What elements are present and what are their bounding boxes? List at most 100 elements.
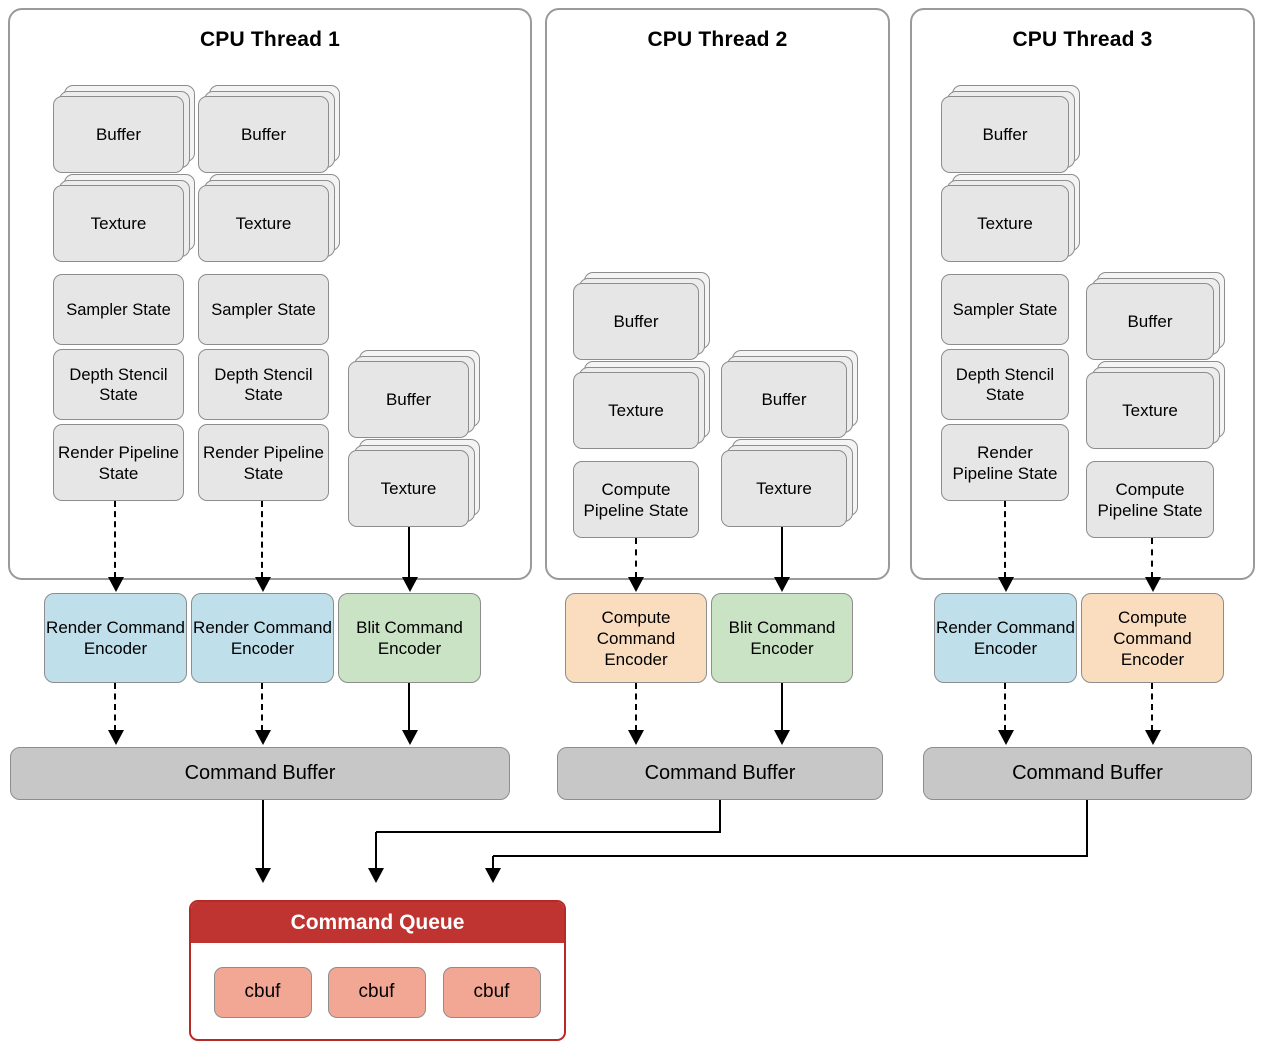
resource-card-label: Buffer	[240, 125, 287, 144]
encoder-to-buffer-arrowhead	[1144, 730, 1161, 745]
thread-title-1: CPU Thread 1	[199, 28, 341, 51]
resource-card-depth-stencil-state: Depth Stencil State	[941, 338, 1080, 420]
resource-card-label: Texture	[235, 214, 292, 233]
encoder-render-1[interactable]: Render Command Encoder	[934, 593, 1077, 683]
resource-card-texture: Texture	[573, 361, 710, 449]
resource-card-label: Render Pipeline State	[203, 442, 324, 483]
resource-card-label: Buffer	[385, 390, 432, 409]
resource-card-label: Sampler State	[952, 300, 1058, 319]
encoder-to-buffer-connector	[1004, 683, 1007, 731]
resource-card-texture: Texture	[53, 174, 195, 262]
resource-card-label: Depth Stencil State	[955, 365, 1055, 404]
resource-card-face: Depth Stencil State	[53, 349, 184, 420]
resource-card-texture: Texture	[721, 439, 858, 527]
buffer3-to-queue-arrowhead	[485, 868, 501, 883]
resource-card-face: Texture	[573, 372, 699, 449]
command-buffer-1[interactable]: Command Buffer	[10, 747, 510, 800]
encoder-to-buffer-connector	[114, 683, 117, 731]
resource-card-face: Compute Pipeline State	[1086, 461, 1214, 538]
resource-card-label: Texture	[977, 214, 1033, 233]
resource-card-label: Buffer	[613, 312, 659, 331]
resource-to-encoder-connector	[1151, 538, 1154, 578]
resource-card-face: Sampler State	[53, 274, 184, 345]
encoder-to-buffer-connector	[780, 683, 783, 731]
resource-card-label: Buffer	[1127, 312, 1173, 331]
buffer3-to-queue-connector-down	[1085, 800, 1088, 856]
resource-card-label: Texture	[608, 401, 664, 420]
resource-card-face: Depth Stencil State	[941, 349, 1069, 420]
command-buffer-2[interactable]: Command Buffer	[557, 747, 883, 800]
resource-card-label: Depth Stencil State	[214, 365, 313, 404]
resource-card-depth-stencil-state: Depth Stencil State	[198, 338, 340, 420]
resource-card-face: Sampler State	[941, 274, 1069, 345]
resource-to-encoder-connector	[114, 501, 117, 578]
buffer1-to-queue-arrowhead	[255, 868, 271, 883]
resource-to-encoder-connector	[1004, 501, 1007, 578]
encoder-label: Render Command Encoder	[46, 618, 185, 658]
resource-card-face: Buffer	[573, 283, 699, 360]
resource-card-face: Buffer	[721, 361, 847, 438]
thread-title-3: CPU Thread 3	[1012, 28, 1153, 51]
encoder-compute-2[interactable]: Compute Command Encoder	[1081, 593, 1224, 683]
resource-card-depth-stencil-state: Depth Stencil State	[53, 338, 195, 420]
resource-card-compute-pipeline-state: Compute Pipeline State	[1086, 450, 1225, 538]
encoder-to-buffer-arrowhead	[774, 730, 790, 745]
resource-card-buffer: Buffer	[53, 85, 195, 173]
buffer3-to-queue-connector-drop	[491, 856, 494, 868]
encoder-label: Blit Command Encoder	[728, 618, 836, 658]
buffer2-to-queue-arrowhead	[368, 868, 384, 883]
encoder-to-buffer-connector	[261, 683, 264, 731]
encoder-render-2[interactable]: Render Command Encoder	[191, 593, 334, 683]
command-buffer-chip-3[interactable]: cbuf	[442, 966, 541, 1018]
command-buffer-3[interactable]: Command Buffer	[923, 747, 1252, 800]
resource-to-encoder-arrowhead	[774, 577, 790, 592]
resource-card-render-pipeline-state: Render Pipeline State	[53, 413, 195, 501]
resource-to-encoder-arrowhead	[401, 577, 418, 592]
command-buffer-chip-2[interactable]: cbuf	[327, 966, 426, 1018]
encoder-blit-2[interactable]: Blit Command Encoder	[711, 593, 853, 683]
command-buffer-chip-1[interactable]: cbuf	[213, 966, 312, 1018]
resource-card-texture: Texture	[1086, 361, 1225, 449]
resource-card-label: Sampler State	[66, 300, 171, 319]
resource-card-render-pipeline-state: Render Pipeline State	[198, 413, 340, 501]
encoder-blit-3[interactable]: Blit Command Encoder	[338, 593, 481, 683]
buffer2-to-queue-connector-down	[718, 800, 721, 832]
resource-card-label: Compute Pipeline State	[1097, 479, 1203, 520]
encoder-render-1[interactable]: Render Command Encoder	[44, 593, 187, 683]
resource-card-face: Buffer	[941, 96, 1069, 173]
encoder-label: Compute Command Encoder	[596, 607, 676, 669]
resource-card-label: Sampler State	[211, 300, 316, 319]
thread-title-2: CPU Thread 2	[647, 28, 788, 51]
resource-card-face: Render Pipeline State	[198, 424, 329, 501]
resource-card-face: Render Pipeline State	[53, 424, 184, 501]
encoder-compute-1[interactable]: Compute Command Encoder	[565, 593, 707, 683]
resource-card-texture: Texture	[941, 174, 1080, 262]
resource-card-face: Texture	[53, 185, 184, 262]
command-buffer-label: Command Buffer	[184, 762, 336, 784]
resource-card-sampler-state: Sampler State	[941, 263, 1080, 345]
resource-card-buffer: Buffer	[721, 350, 858, 438]
resource-card-face: Buffer	[348, 361, 469, 438]
resource-to-encoder-arrowhead	[628, 577, 644, 592]
encoder-to-buffer-connector	[634, 683, 637, 731]
encoder-label: Render Command Encoder	[193, 618, 332, 658]
resource-card-label: Buffer	[982, 125, 1028, 144]
command-queue-body: cbuf cbuf cbuf	[191, 943, 564, 1019]
resource-card-label: Render Pipeline State	[952, 442, 1058, 483]
buffer3-to-queue-connector-left	[493, 854, 1089, 857]
resource-card-label: Texture	[756, 479, 812, 498]
resource-card-face: Texture	[721, 450, 847, 527]
resource-to-encoder-connector	[261, 501, 264, 578]
encoder-to-buffer-arrowhead	[628, 730, 644, 745]
resource-to-encoder-arrowhead	[107, 577, 124, 592]
resource-card-face: Compute Pipeline State	[573, 461, 699, 538]
encoder-to-buffer-arrowhead	[997, 730, 1014, 745]
resource-to-encoder-arrowhead	[254, 577, 271, 592]
resource-to-encoder-connector	[408, 527, 411, 578]
resource-card-render-pipeline-state: Render Pipeline State	[941, 413, 1080, 501]
resource-card-face: Render Pipeline State	[941, 424, 1069, 501]
resource-to-encoder-arrowhead	[1144, 577, 1161, 592]
resource-card-compute-pipeline-state: Compute Pipeline State	[573, 450, 710, 538]
